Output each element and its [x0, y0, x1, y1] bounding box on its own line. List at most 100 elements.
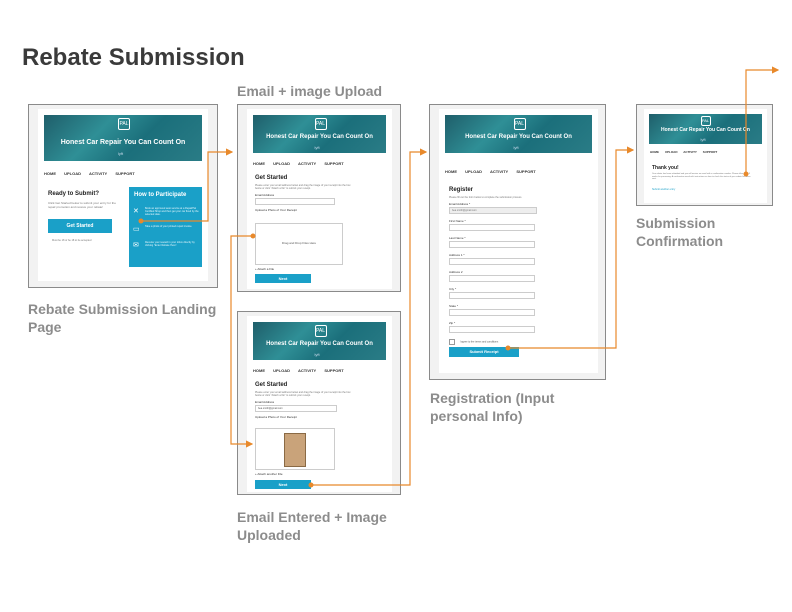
step-2-text: Take a photo of your printed repair invo…	[145, 225, 193, 228]
arrow-upload-to-entered	[230, 235, 254, 448]
arrow-start-dot	[308, 482, 314, 488]
nav-home[interactable]: HOME	[44, 171, 56, 176]
banner-headline: Honest Car Repair You Can Count On	[661, 127, 750, 133]
email-entered-screen: PAL Honest Car Repair You Can Count On l…	[237, 311, 401, 495]
step-3-text: Receive your reward in your inbox direct…	[145, 241, 195, 247]
nav-home[interactable]: HOME	[253, 368, 265, 373]
step-1-text: Book an approved auto service at a Repai…	[145, 207, 199, 216]
field-label-last-name: Last Name *	[449, 236, 466, 240]
city-field[interactable]	[449, 292, 535, 299]
zip-field[interactable]	[449, 326, 535, 333]
submit-another-link[interactable]: Submit another entry	[652, 188, 676, 191]
address-1-field[interactable]	[449, 258, 535, 265]
tools-icon: ✕	[133, 208, 139, 215]
drop-zone[interactable]: Drag and Drop Files Here	[255, 223, 343, 265]
upload-intro: Please enter your email address below an…	[255, 184, 351, 190]
nav-support[interactable]: SUPPORT	[324, 161, 344, 166]
landing-heading: Ready to Submit?	[48, 191, 100, 197]
nav-activity[interactable]: ACTIVITY	[297, 161, 317, 166]
attach-link[interactable]: + Attach another File	[255, 472, 283, 476]
next-button[interactable]: Next	[255, 274, 311, 283]
field-label-state: State *	[449, 304, 459, 308]
field-label-city: City *	[449, 287, 457, 291]
caption-email-upload: Email + image Upload	[237, 83, 383, 99]
brand-logo: PAL	[513, 118, 526, 130]
arrow-entered-to-registration	[311, 148, 428, 486]
nav-activity[interactable]: ACTIVITY	[297, 368, 317, 373]
nav-upload[interactable]: UPLOAD	[64, 171, 82, 176]
nav-upload[interactable]: UPLOAD	[273, 368, 291, 373]
attach-link[interactable]: + Attach a File	[255, 267, 275, 271]
email-field[interactable]: bea.smith@gmail.com	[449, 207, 537, 214]
banner-sub: lyft	[314, 352, 320, 357]
state-field[interactable]	[449, 309, 535, 316]
banner: PAL Honest Car Repair You Can Count On l…	[253, 322, 386, 360]
banner-headline: Honest Car Repair You Can Count On	[266, 134, 373, 140]
receipt-thumbnail	[284, 433, 306, 467]
arrow-confirmation-out	[745, 66, 780, 174]
how-heading: How to Participate	[134, 192, 187, 198]
drop-text: Drag and Drop Files Here	[281, 241, 317, 245]
nav-support[interactable]: SUPPORT	[324, 368, 344, 373]
nav-upload[interactable]: UPLOAD	[273, 161, 291, 166]
step-3: ✉ Receive your reward in your inbox dire…	[133, 241, 199, 249]
landing-note: Must be 18 or be 18 to be accepted	[52, 239, 92, 242]
upload-intro: Please enter your email address below an…	[255, 391, 351, 397]
first-name-field[interactable]	[449, 224, 535, 231]
caption-confirmation: Submission Confirmation	[636, 215, 724, 249]
last-name-field[interactable]	[449, 241, 535, 248]
next-button[interactable]: Next	[255, 480, 311, 489]
banner-sub: lyft	[700, 137, 706, 142]
nav-bar: HOME UPLOAD ACTIVITY SUPPORT	[445, 169, 592, 179]
brand-logo: PAL	[118, 118, 130, 130]
thank-you-text: Your rebate has been submitted and you w…	[652, 173, 751, 181]
invoice-icon: ▭	[133, 226, 140, 233]
brand-logo: PAL	[700, 116, 711, 126]
thank-you-heading: Thank you!	[652, 165, 679, 171]
banner: PAL Honest Car Repair You Can Count On l…	[445, 115, 592, 153]
register-intro: Please fill out the form below to comple…	[449, 196, 523, 199]
nav-bar: HOME UPLOAD ACTIVITY SUPPORT	[253, 368, 386, 378]
banner-sub: lyft	[513, 145, 519, 150]
email-field[interactable]: bea.smith@gmail.com	[255, 405, 337, 412]
address-2-field[interactable]	[449, 275, 535, 282]
nav-upload[interactable]: UPLOAD	[664, 150, 678, 154]
upload-screen: PAL Honest Car Repair You Can Count On l…	[237, 104, 401, 292]
agree-checkbox[interactable]	[449, 339, 455, 345]
upload-heading: Get Started	[255, 175, 288, 181]
nav-activity[interactable]: ACTIVITY	[683, 150, 697, 154]
upload-heading: Get Started	[255, 382, 288, 388]
drop-zone[interactable]	[255, 428, 335, 470]
nav-support[interactable]: SUPPORT	[115, 171, 135, 176]
nav-upload[interactable]: UPLOAD	[465, 169, 483, 174]
field-label-address-1: Address 1 *	[449, 253, 465, 257]
landing-screen: PAL Honest Car Repair You Can Count On l…	[28, 104, 218, 288]
nav-support[interactable]: SUPPORT	[516, 169, 536, 174]
page-title: Rebate Submission	[22, 44, 245, 71]
arrow-start-dot	[138, 218, 144, 224]
photo-label: Upload a Photo of Your Receipt	[255, 415, 297, 419]
banner: PAL Honest Car Repair You Can Count On l…	[253, 115, 386, 153]
nav-activity[interactable]: ACTIVITY	[88, 171, 108, 176]
arrow-start-dot	[743, 171, 749, 177]
photo-label: Upload a Photo of Your Receipt	[255, 208, 297, 212]
caption-landing: Rebate Submission Landing Page	[28, 301, 217, 335]
banner: PAL Honest Car Repair You Can Count On l…	[649, 114, 762, 144]
banner: PAL Honest Car Repair You Can Count On l…	[44, 115, 202, 161]
nav-bar: HOME UPLOAD ACTIVITY SUPPORT	[650, 150, 761, 160]
nav-home[interactable]: HOME	[445, 169, 457, 174]
caption-registration: Registration (Input personal Info)	[430, 390, 555, 424]
nav-home[interactable]: HOME	[253, 161, 265, 166]
arrow-start-dot	[250, 233, 256, 239]
submit-receipt-button[interactable]: Submit Receipt	[449, 347, 519, 357]
nav-activity[interactable]: ACTIVITY	[489, 169, 509, 174]
arrow-start-dot	[505, 345, 511, 351]
banner-sub: lyft	[118, 151, 124, 156]
field-label-first-name: First Name *	[449, 219, 466, 223]
nav-support[interactable]: SUPPORT	[702, 150, 718, 154]
nav-home[interactable]: HOME	[650, 150, 659, 154]
register-heading: Register	[449, 187, 474, 193]
email-field[interactable]	[255, 198, 335, 205]
arrow-landing-to-upload	[141, 148, 234, 222]
get-started-button[interactable]: Get Started	[48, 219, 112, 233]
